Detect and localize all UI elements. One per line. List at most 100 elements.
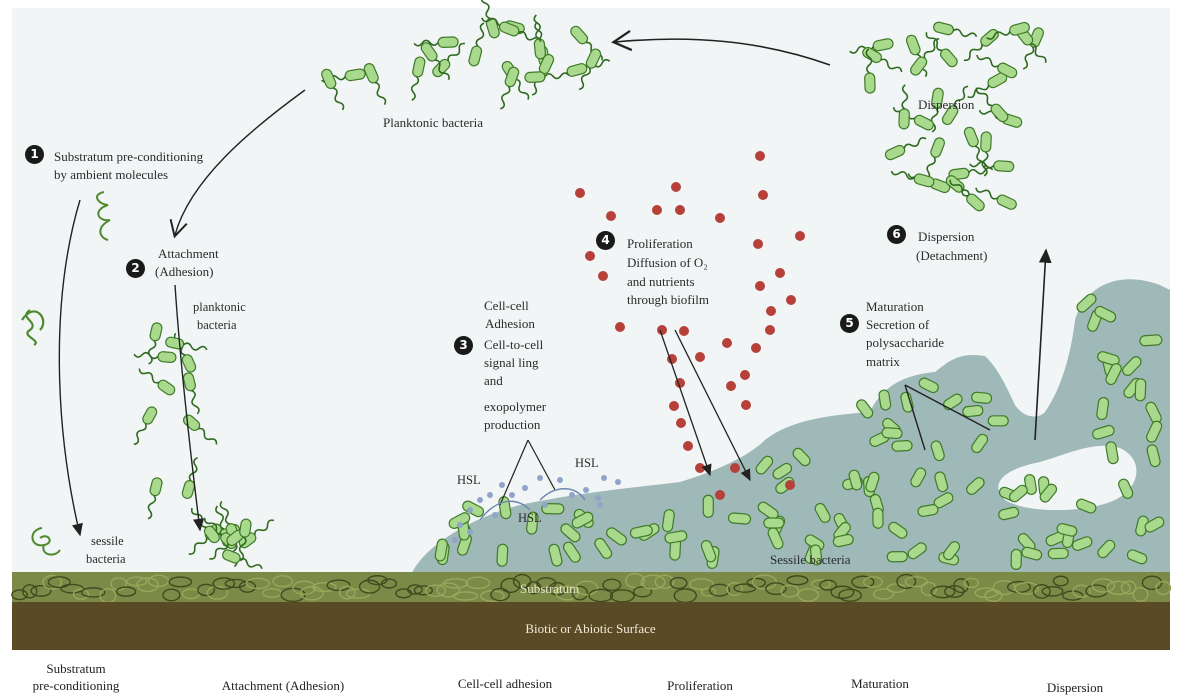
bacterium-cell: [1140, 335, 1163, 347]
nutrient-dot: [675, 205, 685, 215]
stage-caption-3: Cell-cell adhesion: [430, 675, 580, 692]
step-3-line-1: Cell-cell: [484, 297, 529, 314]
step-1-badge: 1: [25, 145, 44, 164]
bacterium-cell: [1011, 549, 1021, 569]
stage-caption-4: Proliferation: [640, 677, 760, 694]
bacterium-cell: [971, 392, 992, 404]
step-2-badge: 2: [126, 259, 145, 278]
nutrient-dot: [683, 441, 693, 451]
bacterium-cell: [988, 416, 1008, 426]
nutrient-dot: [715, 490, 725, 500]
nutrient-dot: [695, 352, 705, 362]
nutrient-dot: [751, 343, 761, 353]
nutrient-dot: [652, 205, 662, 215]
bacterium-cell: [728, 513, 751, 525]
label-sessile-2: bacteria: [86, 551, 126, 568]
step-4-badge: 4: [596, 231, 615, 250]
nutrient-dot: [758, 190, 768, 200]
signal-dot: [509, 492, 515, 498]
stage-caption-1: Substratum pre-conditioning: [26, 660, 126, 694]
stage-caption-2: Attachment (Adhesion): [198, 677, 368, 694]
nutrient-dot: [730, 463, 740, 473]
nutrient-dot: [606, 211, 616, 221]
step-5-line-4: matrix: [866, 353, 900, 370]
step-6-line-2: (Detachment): [916, 247, 987, 264]
label-surface: Biotic or Abiotic Surface: [0, 621, 1181, 637]
step-3-badge: 3: [454, 336, 473, 355]
signal-dot: [452, 537, 458, 543]
step-4-line-3: and nutrients: [627, 273, 695, 290]
nutrient-dot: [755, 151, 765, 161]
signal-dot: [499, 482, 505, 488]
step-2-subtitle: (Adhesion): [155, 263, 214, 280]
step-5-line-3: polysaccharide: [866, 334, 944, 351]
step-5-line-1: Maturation: [866, 298, 924, 315]
nutrient-dot: [715, 213, 725, 223]
step-3-line-3: Cell-to-cell: [484, 336, 543, 353]
nutrient-dot: [598, 271, 608, 281]
bacterium-cell: [1135, 379, 1146, 401]
step-3-line-6: exopolymer: [484, 398, 546, 415]
step-3-line-5: and: [484, 372, 503, 389]
bacterium-cell: [887, 552, 907, 562]
signal-dot: [597, 502, 603, 508]
stage-caption-1-line-2: pre-conditioning: [26, 677, 126, 694]
signal-dot: [457, 522, 463, 528]
bacterium-cell: [497, 544, 508, 566]
bacterium-cell: [703, 495, 713, 517]
nutrient-dot: [726, 381, 736, 391]
nutrient-dot: [671, 182, 681, 192]
nutrient-dot: [585, 251, 595, 261]
nutrient-dot: [741, 400, 751, 410]
nutrient-dot: [753, 239, 763, 249]
label-planktonic-small-1: planktonic: [193, 299, 246, 316]
step-6-line-1: Dispersion: [918, 228, 974, 245]
step-3-line-4: signal ling: [484, 354, 539, 371]
step-4-line-1: Proliferation: [627, 235, 693, 252]
signal-dot: [615, 479, 621, 485]
step-5-line-2: Secretion of: [866, 316, 929, 333]
signal-dot: [537, 475, 543, 481]
nutrient-dot: [679, 326, 689, 336]
stage-caption-5: Maturation: [820, 675, 940, 692]
nutrient-dot: [775, 268, 785, 278]
signal-dot: [487, 492, 493, 498]
label-hsl-middle: HSL: [518, 510, 542, 527]
step-1-subtitle: by ambient molecules: [54, 166, 168, 183]
stage-caption-6: Dispersion: [1020, 679, 1130, 696]
signal-dot: [467, 529, 473, 535]
step-3-line-2: Adhesion: [485, 315, 535, 332]
step-4-line-4: through biofilm: [627, 291, 709, 308]
nutrient-dot: [657, 325, 667, 335]
signal-dot: [492, 512, 498, 518]
nutrient-dot: [786, 295, 796, 305]
step-4-line-2: Diffusion of O₂: [627, 254, 708, 271]
step-2-title: Attachment: [158, 245, 219, 262]
nutrient-dot: [795, 231, 805, 241]
label-sessile-bacteria: Sessile bacteria: [770, 551, 851, 568]
label-planktonic-small-2: bacteria: [197, 317, 237, 334]
nutrient-dot: [755, 281, 765, 291]
bacterium-cell: [882, 427, 903, 438]
nutrient-dot: [676, 418, 686, 428]
step-5-badge: 5: [840, 314, 859, 333]
nutrient-dot: [740, 370, 750, 380]
nutrient-dot: [766, 306, 776, 316]
signal-dot: [601, 475, 607, 481]
signal-dot: [477, 497, 483, 503]
nutrient-dot: [765, 325, 775, 335]
label-dispersion-top: Dispersion: [918, 96, 974, 113]
nutrient-dot: [669, 401, 679, 411]
bacterium-cell: [1048, 548, 1068, 559]
step-6-badge: 6: [887, 225, 906, 244]
label-substratum: Substratum: [520, 580, 579, 597]
nutrient-dot: [575, 188, 585, 198]
signal-dot: [542, 502, 548, 508]
bacterium-cell: [892, 440, 912, 451]
label-hsl-right: HSL: [575, 455, 599, 472]
signal-dot: [522, 485, 528, 491]
bacterium-cell: [962, 405, 983, 417]
stage-caption-1-line-1: Substratum: [26, 660, 126, 677]
